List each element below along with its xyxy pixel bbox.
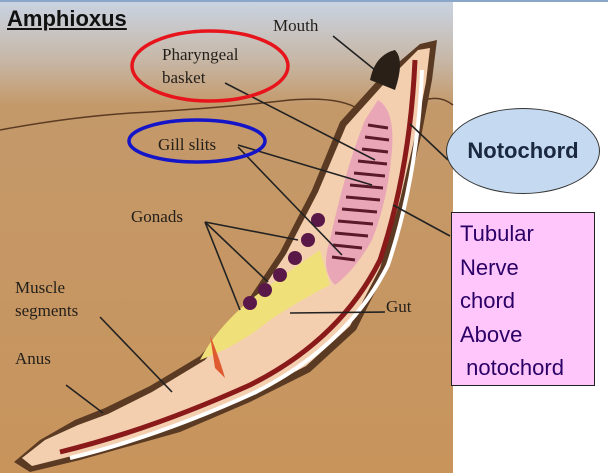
sand-surface-line [0, 98, 361, 131]
atriopore [210, 335, 225, 378]
label-muscle: Muscle [15, 278, 65, 297]
label-basket: basket [162, 68, 206, 87]
mouth-cirri [370, 50, 400, 90]
nerve-callout-line: Above [460, 321, 523, 347]
label-gill-slits: Gill slits [158, 135, 216, 154]
notochord [59, 59, 418, 455]
top-border [0, 0, 608, 2]
label-mouth: Mouth [273, 16, 319, 35]
nerve-callout-line: chord [460, 288, 516, 313]
nerve-cord-callout: Tubular Nerve chord Above notochord [451, 212, 595, 386]
diagram-title: Amphioxus [7, 6, 127, 31]
nerve-callout-line: Tubular [460, 221, 534, 246]
label-gut: Gut [386, 297, 412, 316]
gut [200, 250, 330, 360]
label-segments: segments [15, 301, 78, 320]
notochord-callout: Notochord [446, 108, 600, 194]
label-anus: Anus [15, 349, 51, 368]
nerve-cord [69, 69, 424, 460]
notochord-callout-text: Notochord [467, 138, 579, 163]
gill-slits-highlight-ellipse [127, 118, 267, 164]
label-pharyngeal: Pharyngeal [162, 45, 239, 64]
body-outline [14, 40, 437, 472]
gonads [243, 213, 325, 310]
label-gonads: Gonads [131, 207, 183, 226]
pharynx [326, 100, 393, 285]
nerve-callout-line: Nerve [460, 254, 519, 280]
leader-lines [65, 35, 451, 414]
pharyngeal-highlight-ellipse [130, 29, 290, 103]
gill-slits [331, 123, 390, 262]
nerve-callout-line: notochord [460, 355, 564, 380]
